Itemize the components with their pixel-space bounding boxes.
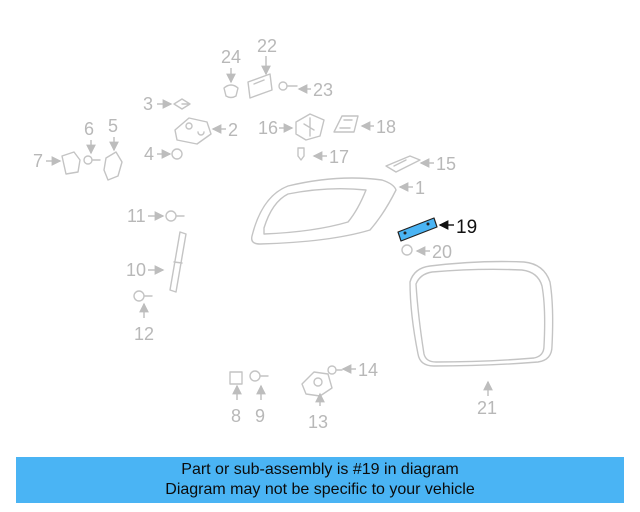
callout-3: 3 [143, 94, 153, 114]
part-10: 10 [126, 231, 187, 293]
callout-11: 11 [127, 206, 146, 226]
callout-9: 9 [255, 406, 265, 426]
callout-7: 7 [33, 151, 43, 171]
part-2: 2 [174, 117, 238, 145]
callout-6: 6 [84, 119, 94, 139]
part-1: 1 [250, 177, 425, 245]
callout-17: 17 [329, 147, 349, 167]
callout-16: 16 [258, 118, 278, 138]
callout-12: 12 [134, 324, 154, 344]
part-14: 14 [327, 360, 378, 380]
callout-20: 20 [432, 242, 452, 262]
callout-5: 5 [108, 116, 118, 136]
part-19: 19 [397, 217, 477, 242]
banner-line-part: Part or sub-assembly is #19 in diagram [181, 461, 459, 478]
callout-23: 23 [313, 80, 333, 100]
part-8: 8 [229, 371, 243, 426]
callout-14: 14 [358, 360, 378, 380]
callout-21: 21 [477, 398, 497, 418]
callout-13: 13 [308, 412, 328, 432]
info-banner: Part or sub-assembly is #19 in diagram D… [16, 457, 624, 503]
callout-2: 2 [228, 120, 238, 140]
callout-1: 1 [415, 178, 425, 198]
callout-15: 15 [436, 154, 456, 174]
part-4: 4 [144, 144, 183, 164]
part-7: 7 [33, 151, 81, 175]
part-16: 16 [258, 113, 325, 141]
banner-line-disclaimer: Diagram may not be specific to your vehi… [165, 481, 475, 498]
part-3: 3 [143, 94, 191, 114]
callout-8: 8 [231, 406, 241, 426]
part-9: 9 [249, 370, 269, 426]
part-5: 5 [103, 116, 123, 181]
part-23: 23 [278, 80, 333, 100]
callout-24: 24 [221, 47, 241, 67]
callout-4: 4 [144, 144, 154, 164]
part-22: 22 [247, 36, 277, 99]
callout-18: 18 [376, 117, 396, 137]
part-6: 6 [83, 119, 101, 165]
part-13: 13 [301, 371, 333, 432]
callout-19: 19 [456, 217, 477, 238]
part-24: 24 [221, 47, 241, 99]
part-17: 17 [297, 147, 349, 167]
part-11: 11 [127, 206, 185, 226]
callout-22: 22 [257, 36, 277, 56]
parts-diagram: 24 22 23 3 2 4 6 5 [33, 36, 554, 432]
part-18: 18 [333, 115, 396, 137]
part-21: 21 [409, 260, 554, 418]
part-12: 12 [133, 290, 154, 344]
callout-10: 10 [126, 260, 146, 280]
part-15: 15 [385, 154, 456, 174]
part-20: 20 [401, 242, 452, 262]
